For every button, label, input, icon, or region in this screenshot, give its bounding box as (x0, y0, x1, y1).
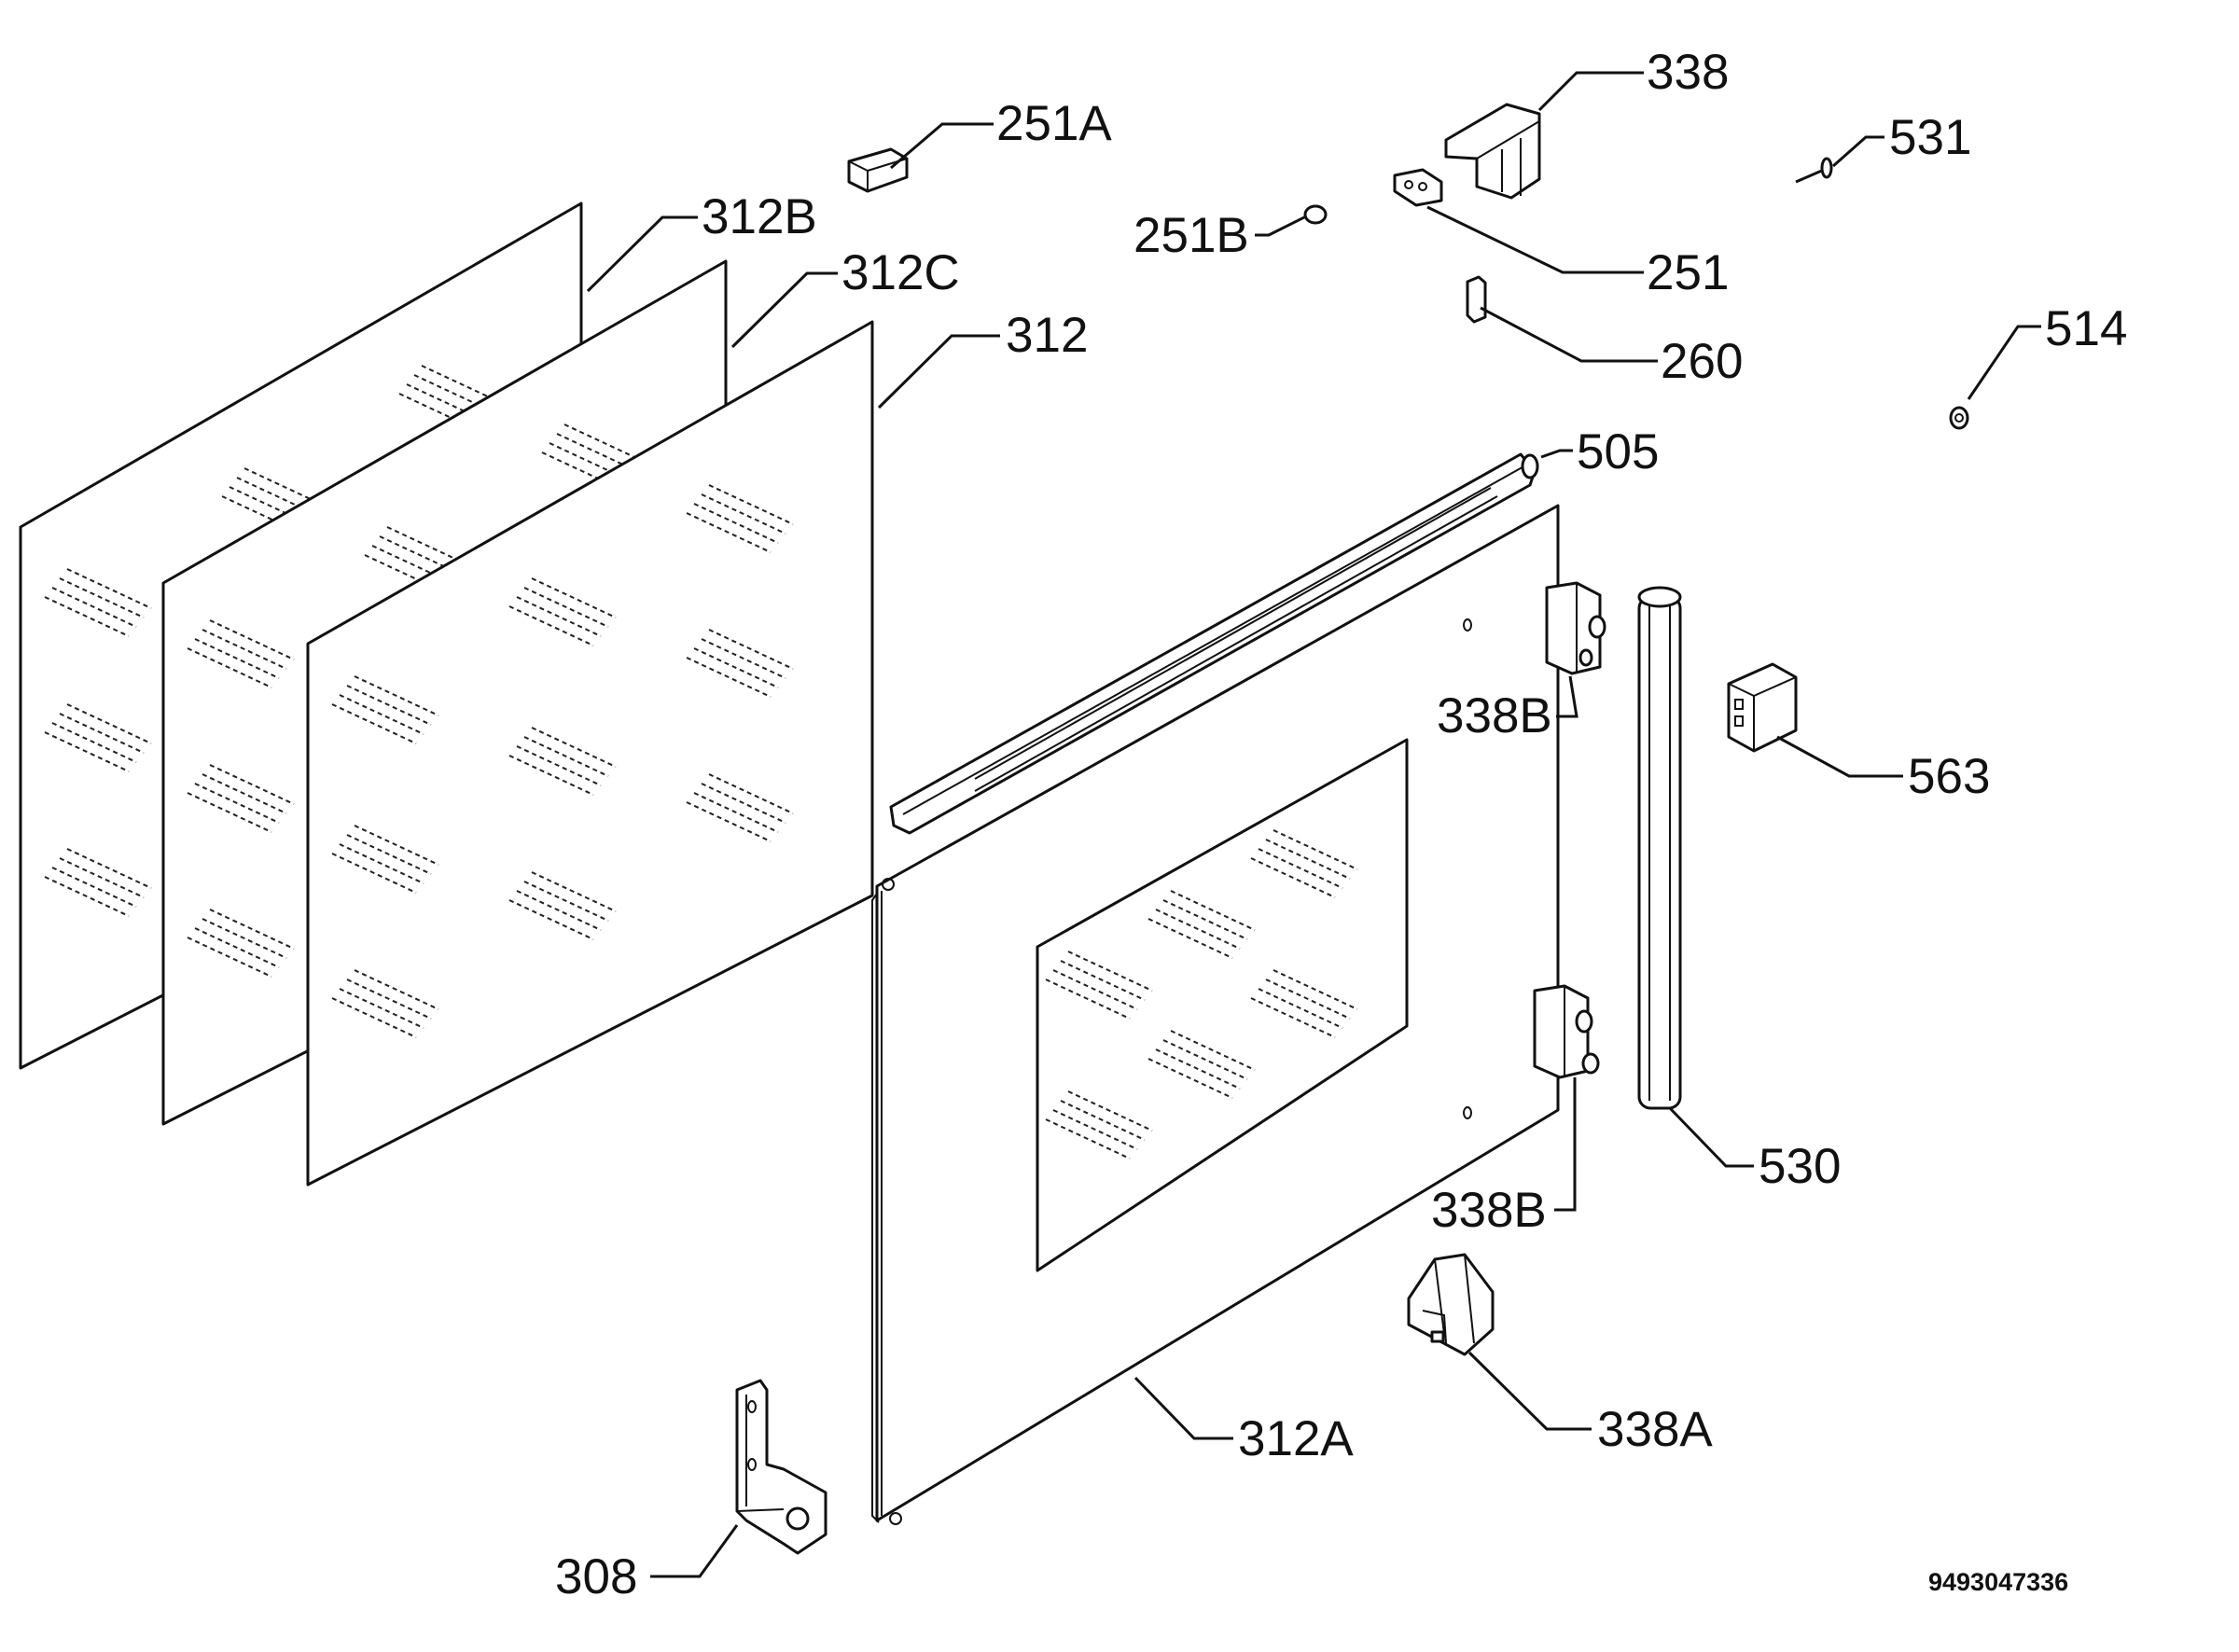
nut-514 (1949, 406, 1969, 430)
cap-251b (1303, 204, 1328, 225)
hinge-cover-338a (1407, 1253, 1495, 1356)
top-profile-505 (889, 452, 1539, 835)
label-563: 563 (1908, 749, 1990, 804)
spring-251 (1393, 168, 1443, 207)
connector-563 (1727, 662, 1798, 753)
label-505: 505 (1577, 424, 1659, 479)
label-338b-bottom: 338B (1431, 1183, 1547, 1238)
label-260: 260 (1661, 334, 1743, 389)
clip-251a (847, 147, 909, 193)
label-251a: 251A (996, 96, 1112, 151)
handle-tube-530 (1637, 586, 1682, 1110)
label-312: 312 (1006, 308, 1088, 363)
label-312a: 312A (1238, 1411, 1354, 1466)
label-531: 531 (1889, 110, 1971, 165)
diagram-code: 9493047336 (1928, 1568, 2068, 1596)
label-251: 251 (1647, 245, 1729, 300)
hinge-cover-338 (1444, 103, 1541, 200)
label-530: 530 (1759, 1139, 1841, 1194)
label-312c: 312C (841, 245, 960, 300)
glass-panel-312 (306, 320, 874, 1187)
label-338: 338 (1647, 45, 1729, 100)
screw-531 (1795, 157, 1833, 184)
label-251b: 251B (1133, 208, 1249, 263)
clip-260 (1466, 275, 1487, 324)
label-338a: 338A (1597, 1402, 1713, 1457)
hinge-block-338b-top (1545, 581, 1606, 675)
label-338b-top: 338B (1437, 688, 1552, 743)
label-514: 514 (2045, 301, 2127, 356)
label-312b: 312B (702, 189, 817, 244)
hinge-308 (735, 1379, 827, 1555)
outer-door-panel-312a (871, 504, 1560, 1525)
hinge-block-338b-bottom (1533, 984, 1600, 1079)
label-308: 308 (555, 1549, 637, 1604)
leader-lines (586, 71, 2041, 1578)
